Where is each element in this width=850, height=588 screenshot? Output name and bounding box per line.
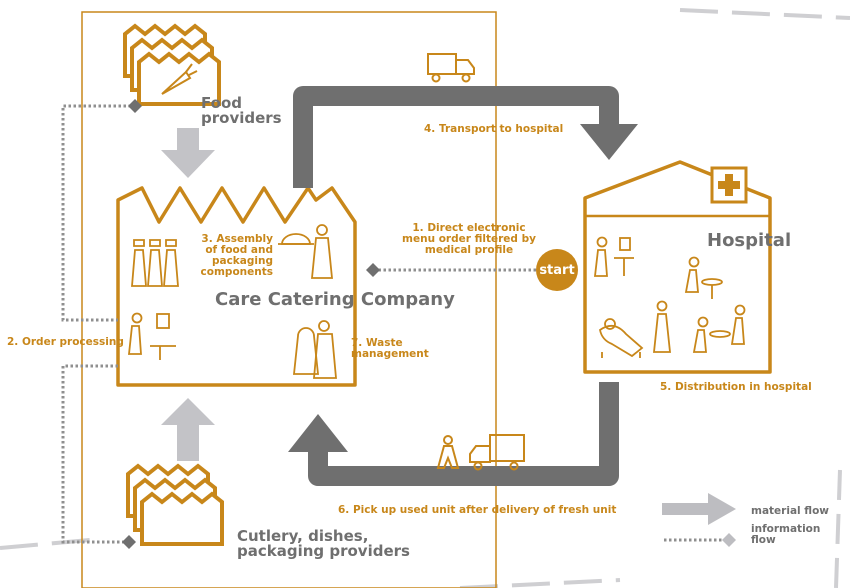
order-label: 1. Direct electronic menu order filtered… [402, 222, 536, 256]
dining-people-icon [684, 256, 746, 353]
food-providers-icon [123, 23, 221, 106]
waste-workers-icon [293, 320, 337, 379]
information-flows [61, 104, 536, 544]
legend-material-label: material flow [751, 505, 829, 517]
company-label: Care Catering Company [215, 289, 455, 310]
legend-material-arrow [662, 493, 736, 525]
nurse-icon [593, 236, 671, 353]
cutlery-providers-label: Cutlery, dishes, packaging providers [237, 527, 410, 560]
legend-information-label: information flow [751, 523, 821, 546]
cooks-icon [131, 239, 179, 287]
order-processing-label: 2. Order processing [7, 336, 124, 348]
waste-label: 7. Waste management [351, 337, 429, 360]
carrot-icon [161, 63, 198, 95]
food-providers-label: Food providers [201, 94, 282, 127]
company-boundary [81, 11, 497, 588]
pickup-arrow [308, 382, 619, 486]
info-diamonds [122, 99, 380, 549]
pickup-label: 6. Pick up used unit after delivery of f… [338, 504, 617, 516]
truck-icon [427, 53, 475, 83]
supply-arrows [161, 128, 215, 461]
start-badge: start [536, 249, 578, 291]
distribution-label: 5. Distribution in hospital [660, 381, 812, 393]
assembly-label: 3. Assembly of food and packaging compon… [200, 233, 273, 278]
hospital-label: Hospital [707, 230, 792, 251]
cutlery-providers-icon [126, 463, 224, 546]
factory-building [116, 186, 357, 387]
patient-bed-icon [599, 318, 644, 358]
hospital-cross-icon [710, 166, 748, 204]
delivery-truck-icon [436, 434, 525, 471]
decorative-dashes [0, 8, 850, 588]
office-worker-icon [127, 312, 176, 360]
transport-label: 4. Transport to hospital [424, 123, 564, 135]
chef-serving-icon [278, 224, 333, 279]
transport-arrow [293, 86, 619, 188]
